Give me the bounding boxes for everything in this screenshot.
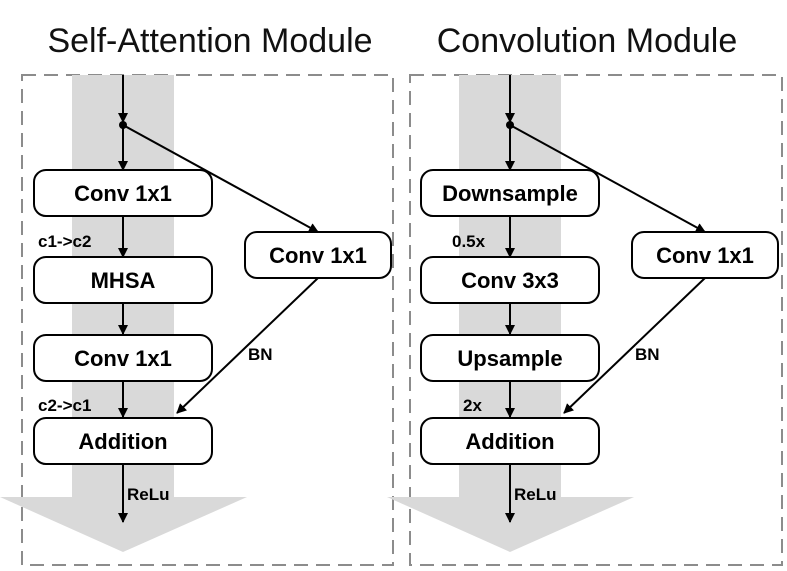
self-attention-module-panel: Self-Attention Module Conv 1x1 MHSA Conv… xyxy=(0,22,394,566)
upsample-label: Upsample xyxy=(457,346,562,371)
downsample-label: Downsample xyxy=(442,181,578,206)
conv-1x1-label-b: Conv 1x1 xyxy=(74,346,172,371)
convolution-module-title: Convolution Module xyxy=(437,22,738,60)
addition-label-right: Addition xyxy=(465,429,554,454)
upsample-box: Upsample xyxy=(420,334,600,382)
bn-label-left: BN xyxy=(248,345,273,364)
arrow-branch-conv-to-addition-right xyxy=(563,277,706,414)
scale-note-half: 0.5x xyxy=(452,232,486,251)
self-attention-module-title: Self-Attention Module xyxy=(47,22,372,60)
convolution-module-panel: Convolution Module Downsample Conv 3x3 U… xyxy=(387,22,783,566)
bn-label-right: BN xyxy=(635,345,660,364)
addition-box-left: Addition xyxy=(33,417,213,465)
conv-1x1-label-a: Conv 1x1 xyxy=(74,181,172,206)
arrow-branch-conv-to-addition xyxy=(176,277,319,414)
relu-label-right: ReLu xyxy=(514,485,557,504)
conv-3x3-box: Conv 3x3 xyxy=(420,256,600,304)
branch-conv-1x1-box-right: Conv 1x1 xyxy=(631,231,779,279)
conv-1x1-box-a: Conv 1x1 xyxy=(33,169,213,217)
conv-3x3-label: Conv 3x3 xyxy=(461,268,559,293)
downsample-box: Downsample xyxy=(420,169,600,217)
relu-label-left: ReLu xyxy=(127,485,170,504)
convolution-panel-frame xyxy=(409,74,783,566)
scale-note-double: 2x xyxy=(463,396,482,415)
addition-box-right: Addition xyxy=(420,417,600,465)
mhsa-box: MHSA xyxy=(33,256,213,304)
channel-note-c1-to-c2: c1->c2 xyxy=(38,232,91,251)
self-attention-panel-frame xyxy=(21,74,394,566)
branch-conv-1x1-box-left: Conv 1x1 xyxy=(244,231,392,279)
arrow-split-to-branch-conv xyxy=(122,124,319,233)
branch-conv-1x1-label-left: Conv 1x1 xyxy=(269,243,367,268)
channel-note-c2-to-c1: c2->c1 xyxy=(38,396,91,415)
conv-1x1-box-b: Conv 1x1 xyxy=(33,334,213,382)
arrow-split-to-branch-conv-right xyxy=(509,124,706,233)
addition-label-left: Addition xyxy=(78,429,167,454)
branch-conv-1x1-label-right: Conv 1x1 xyxy=(656,243,754,268)
mhsa-label: MHSA xyxy=(91,268,156,293)
